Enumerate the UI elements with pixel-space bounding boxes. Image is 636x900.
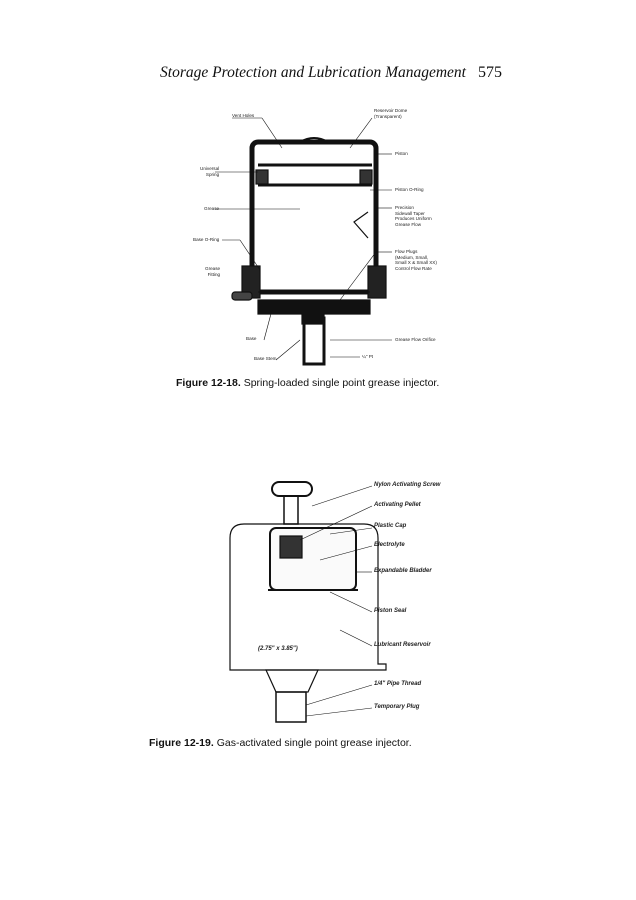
label-lubricant-reservoir: Lubricant Reservoir bbox=[374, 642, 431, 648]
label-piston: Piston bbox=[395, 151, 408, 156]
caption-number: Figure 12-18. bbox=[176, 377, 241, 389]
gas-injector-drawing bbox=[229, 481, 387, 723]
label-pipe-thread: ¼" Pt bbox=[362, 354, 374, 359]
label-precision-taper: Precision Sidewall Taper Produces Unifor… bbox=[395, 205, 432, 228]
caption-text: Gas-activated single point grease inject… bbox=[213, 737, 412, 749]
label-grease-fitting: Grease Fitting bbox=[205, 266, 221, 277]
label-pipe-thread-2: 1/4" Pipe Thread bbox=[374, 681, 422, 687]
label-piston-o-ring: Piston O-Ring bbox=[395, 187, 424, 192]
label-activating-pellet: Activating Pellet bbox=[374, 502, 421, 508]
label-vent-holes: Vent Holes bbox=[232, 113, 255, 118]
spring-injector-drawing bbox=[215, 117, 392, 366]
caption-number: Figure 12-19. bbox=[149, 737, 214, 749]
label-plastic-cap: Plastic Cap bbox=[374, 523, 407, 529]
figure-12-18-caption: Figure 12-18. Spring-loaded single point… bbox=[176, 377, 439, 389]
running-header-row: Storage Protection and Lubrication Manag… bbox=[160, 64, 502, 82]
label-base: Base bbox=[246, 336, 257, 341]
label-base-o-ring: Base O-Ring bbox=[193, 237, 220, 242]
label-grease-flow-orifice: Grease Flow Orifice bbox=[395, 337, 436, 342]
label-piston-seal: Piston Seal bbox=[374, 608, 407, 614]
label-expandable-bladder: Expandable Bladder bbox=[374, 568, 432, 574]
dimension-label: (2.75" x 3.85") bbox=[258, 646, 298, 652]
label-grease: Grease bbox=[204, 206, 220, 211]
figure-12-19-caption: Figure 12-19. Gas-activated single point… bbox=[149, 737, 412, 749]
label-base-stem: Base Stem bbox=[254, 356, 277, 361]
page-number: 575 bbox=[478, 64, 502, 81]
label-electrolyte: Electrolyte bbox=[374, 542, 405, 548]
caption-text: Spring-loaded single point grease inject… bbox=[240, 377, 440, 389]
label-flow-plugs: Flow Plugs (Medium, Small, Small X & Sma… bbox=[395, 249, 437, 272]
label-reservoir-dome: Reservoir Dome (Transparent) bbox=[374, 108, 408, 119]
label-universal-spring: Universal Spring bbox=[200, 166, 220, 177]
label-nylon-screw: Nylon Activating Screw bbox=[374, 482, 441, 488]
running-header: Storage Protection and Lubrication Manag… bbox=[160, 64, 466, 81]
label-temporary-plug: Temporary Plug bbox=[374, 704, 420, 710]
